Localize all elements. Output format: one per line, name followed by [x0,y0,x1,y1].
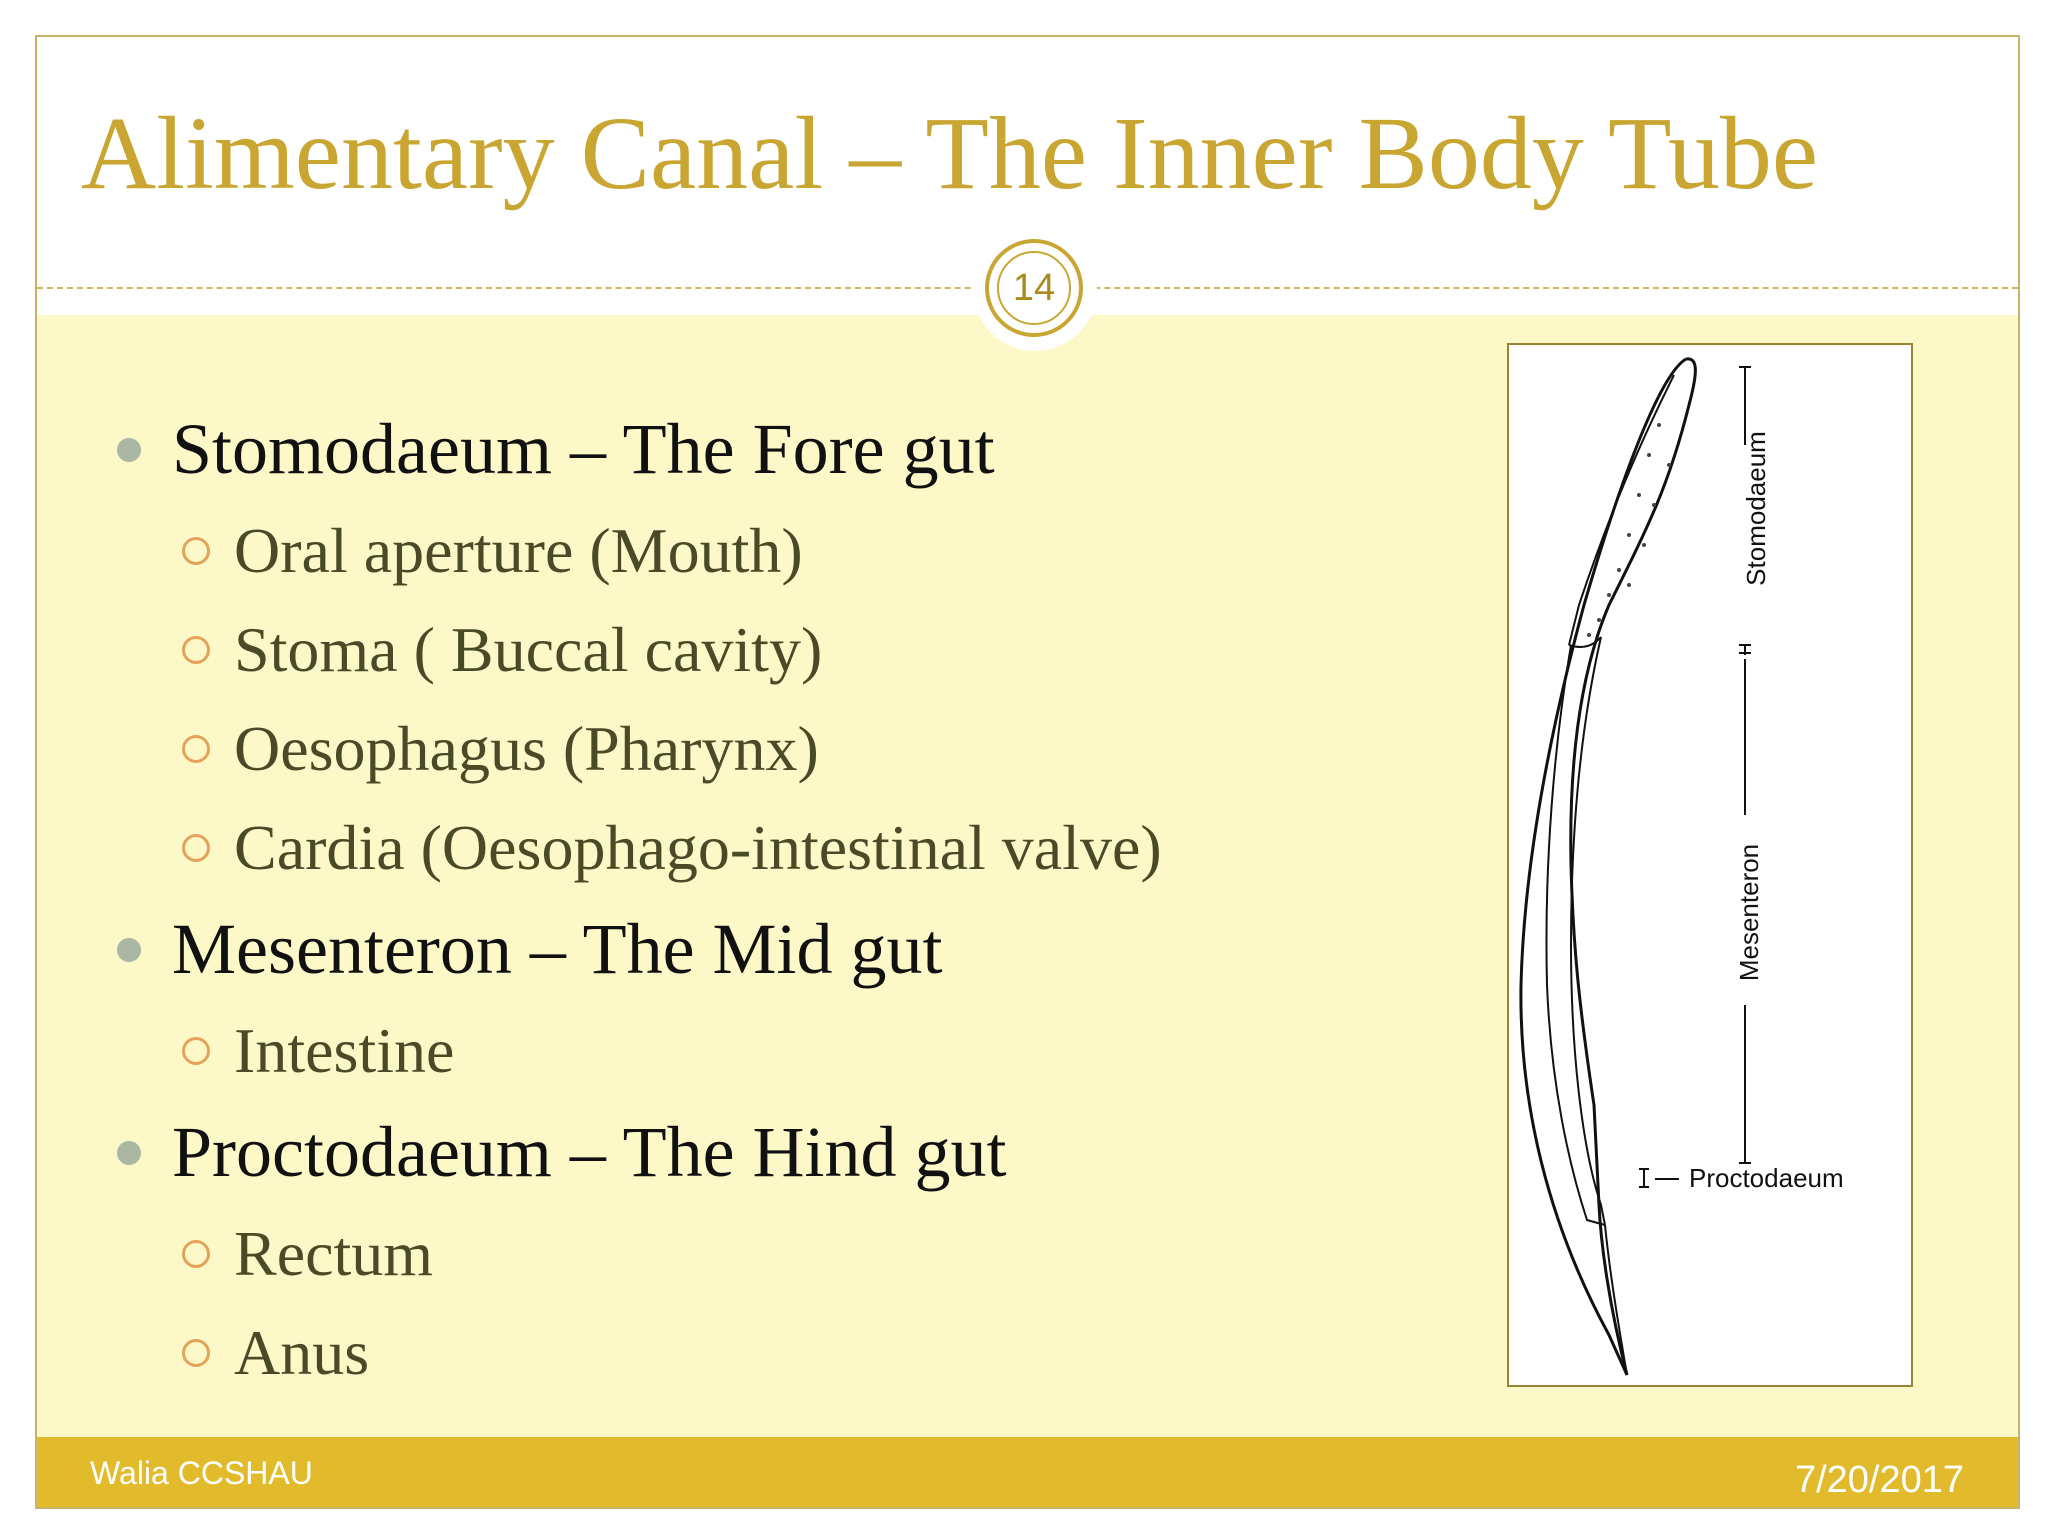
bullet-dot-icon [117,438,141,462]
nematode-gut-figure: Stomodaeum Mesenteron Proctodaeum [1507,343,1913,1387]
slide: Alimentary Canal – The Inner Body Tube 1… [35,35,2020,1509]
list-item-text: Anus [234,1317,370,1388]
list-item-text: Cardia (Oesophago-intestinal valve) [234,812,1162,883]
footer-date: 7/20/2017 [1794,1459,1964,1501]
list-item-text: Stoma ( Buccal cavity) [234,614,823,685]
bullet-list: Stomodaeum – The Fore gut Oral aperture … [77,397,1457,1402]
bullet-ring-icon [182,1037,210,1065]
list-item-text: Oesophagus (Pharynx) [234,713,819,784]
bullet-ring-icon [182,1240,210,1268]
section-heading-text: Proctodaeum – The Hind gut [172,1112,1007,1192]
list-item: Intestine [77,1001,1457,1100]
page-number: 14 [997,251,1071,325]
nematode-outline-drawing [1519,357,1751,1376]
slide-title: Alimentary Canal – The Inner Body Tube [81,96,1818,211]
list-item-text: Oral aperture (Mouth) [234,515,803,586]
list-item: Rectum [77,1204,1457,1303]
bullet-ring-icon [182,537,210,565]
section-heading: Proctodaeum – The Hind gut [77,1100,1457,1204]
list-item: Oral aperture (Mouth) [77,501,1457,600]
list-item-text: Intestine [234,1015,455,1086]
footer-author: Walia CCSHAU [90,1455,313,1491]
bullet-ring-icon [182,834,210,862]
list-item: Stoma ( Buccal cavity) [77,600,1457,699]
page-number-ring: 14 [985,239,1083,337]
label-stomodaeum: Stomodaeum [1740,431,1771,586]
bullet-dot-icon [117,1141,141,1165]
list-item: Cardia (Oesophago-intestinal valve) [77,798,1457,897]
section-heading-text: Mesenteron – The Mid gut [172,909,943,989]
bullet-ring-icon [182,636,210,664]
label-proctodaeum: Proctodaeum [1689,1163,1844,1193]
footer-bar: Walia CCSHAU 7/20/2017 [37,1437,2018,1507]
list-item-text: Rectum [234,1218,434,1289]
list-item: Anus [77,1303,1457,1402]
section-heading-text: Stomodaeum – The Fore gut [172,409,995,489]
section-heading: Stomodaeum – The Fore gut [77,397,1457,501]
bullet-ring-icon [182,735,210,763]
page-number-badge: 14 [973,227,1097,351]
label-mesenteron: Mesenteron [1734,843,1765,982]
bullet-dot-icon [117,938,141,962]
list-item: Oesophagus (Pharynx) [77,699,1457,798]
bullet-ring-icon [182,1339,210,1367]
section-heading: Mesenteron – The Mid gut [77,897,1457,1001]
